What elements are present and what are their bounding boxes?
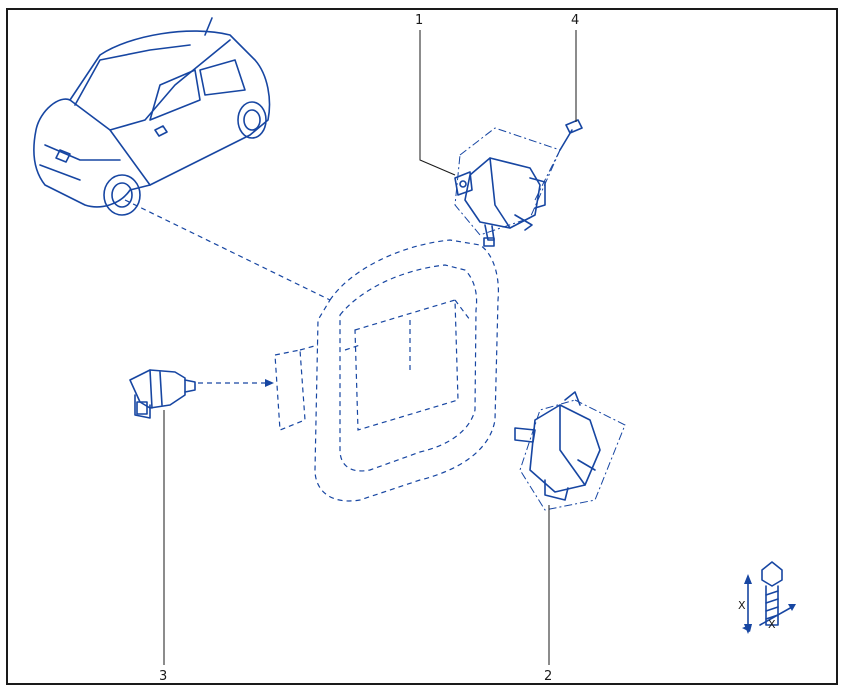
torque-label-a: X: [738, 599, 746, 612]
callout-1: 1: [415, 13, 423, 28]
callout-4: 4: [571, 13, 579, 28]
part-1-actuator: [454, 127, 561, 247]
callout-2: 2: [544, 669, 552, 684]
part-2-actuator: [514, 391, 626, 511]
part-4-screw: [559, 119, 583, 151]
car-to-module-line: [124, 199, 331, 301]
part-3-arrow: [265, 379, 274, 387]
module-housing: [274, 239, 500, 502]
car-illustration: [33, 17, 271, 216]
leader-1: [419, 30, 456, 176]
diagram-frame: [6, 8, 838, 685]
part-4-axis: [534, 149, 561, 201]
torque-label-b: X: [768, 618, 776, 631]
part-3-sensor: [129, 369, 196, 419]
torque-symbol: [742, 561, 796, 634]
callout-3: 3: [159, 669, 167, 684]
